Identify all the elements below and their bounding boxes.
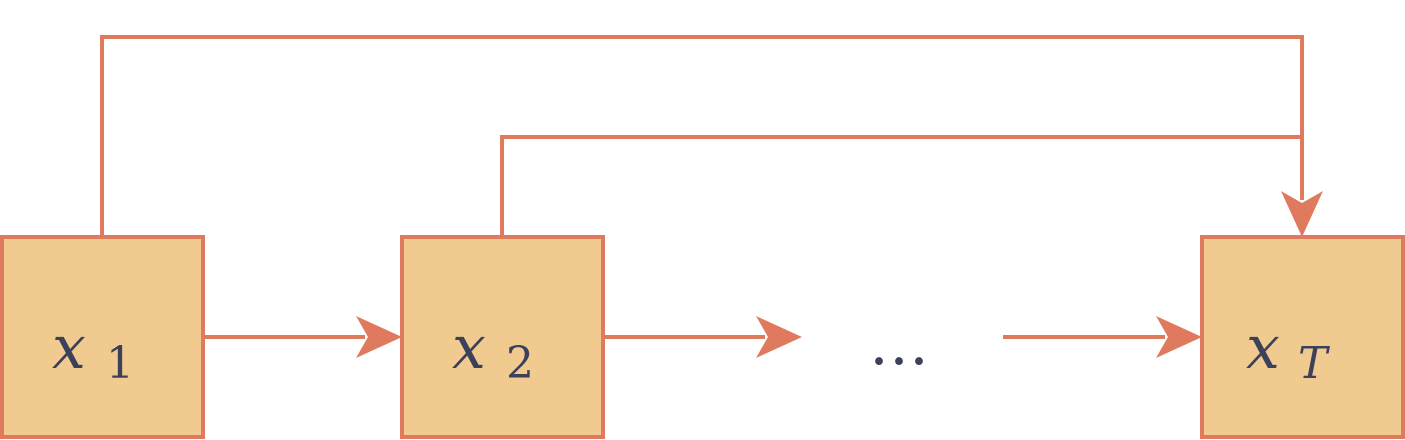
node-subscript: 1: [106, 338, 134, 389]
skip-connection-x1-to-xT: [100, 35, 1304, 237]
arrowhead-x2: [356, 316, 402, 358]
node-x1: x 1: [0, 235, 205, 439]
arrowhead-xT-top: [1281, 191, 1323, 237]
ellipsis: …: [869, 309, 935, 379]
node-x2: x 2: [400, 235, 605, 439]
node-subscript: T: [1298, 338, 1331, 389]
arrowheads: [356, 191, 1323, 358]
node-xT: x T: [1200, 235, 1405, 439]
arrowhead-xT: [1156, 316, 1202, 358]
node-label: x: [52, 313, 86, 383]
arrowhead-ellipsis: [756, 316, 802, 358]
node-subscript: 2: [506, 338, 534, 389]
node-label: x: [1246, 313, 1280, 383]
node-label: x: [452, 313, 486, 383]
skip-connection-x2-to-xT: [500, 135, 1302, 237]
